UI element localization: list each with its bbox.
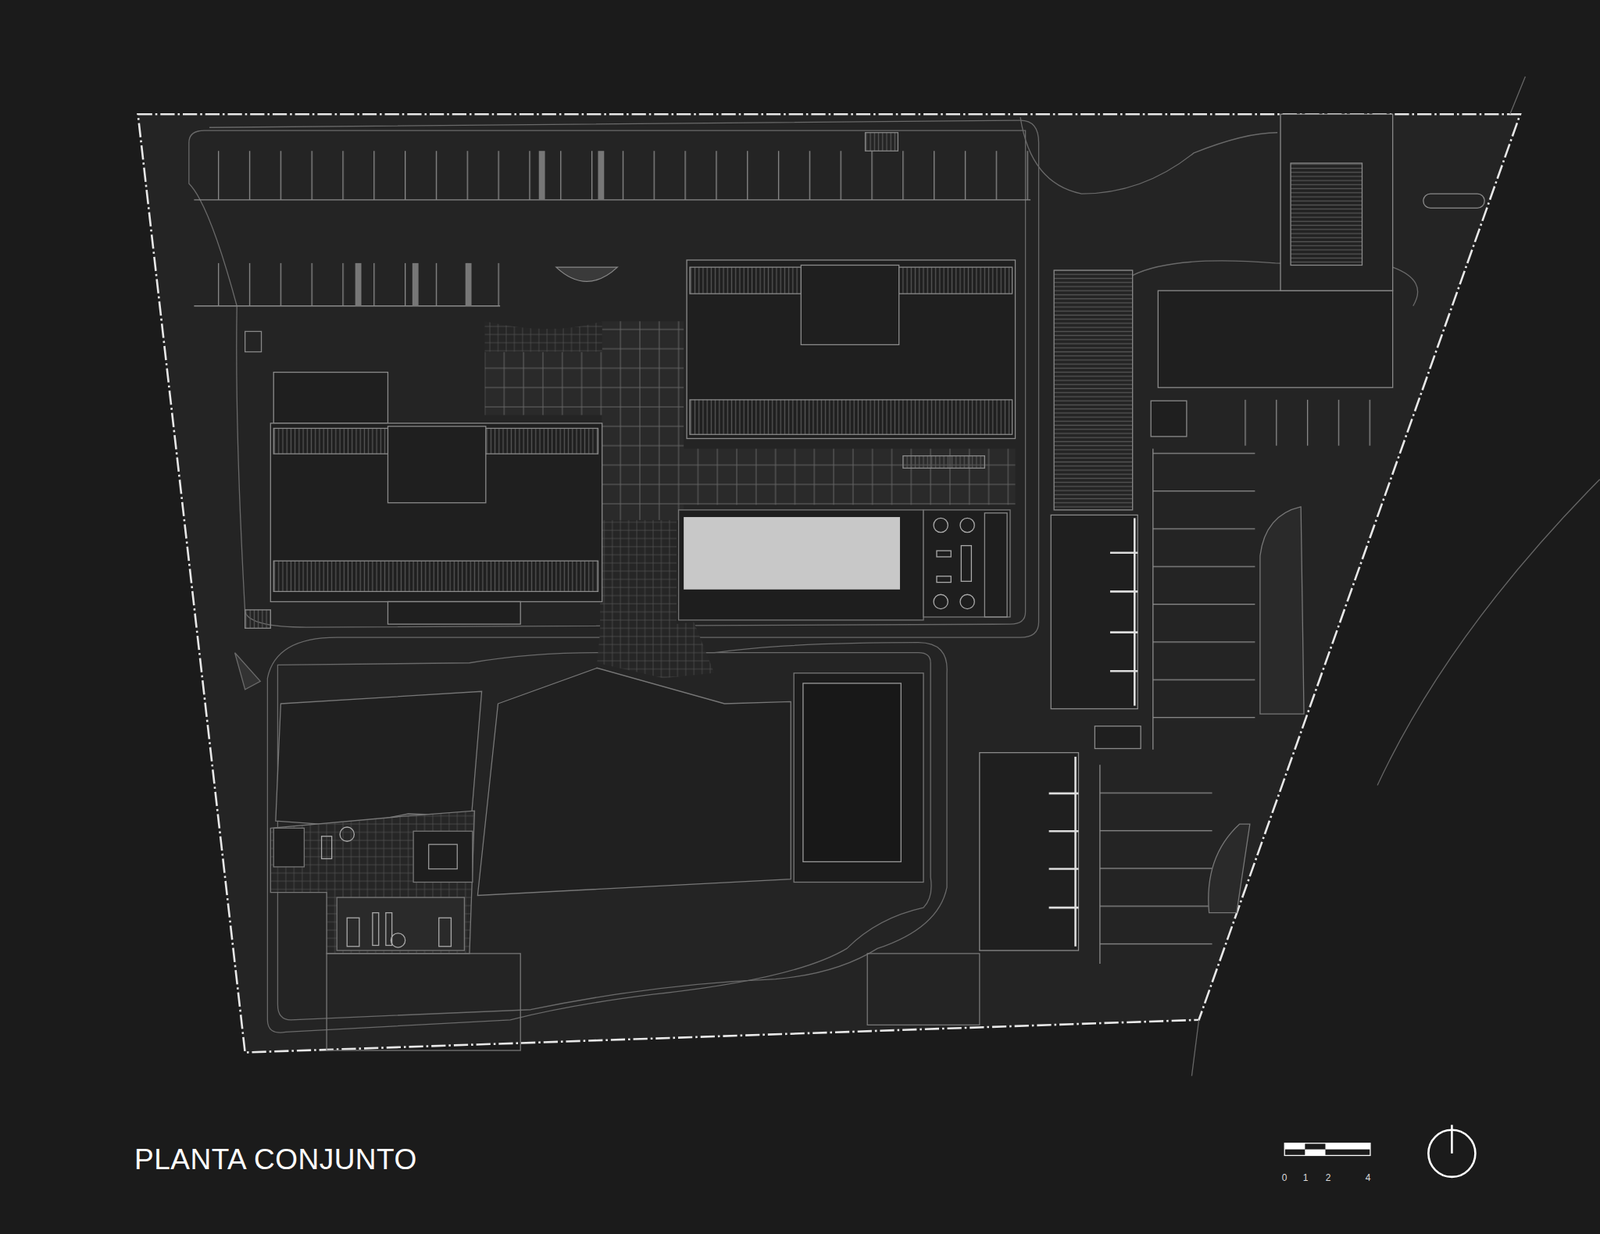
site-boundary [138, 114, 1521, 1053]
parking [1100, 400, 1388, 965]
building [245, 372, 603, 629]
plan-title: PLANTA CONJUNTO [134, 1143, 418, 1177]
terrain-line [1191, 76, 1600, 1077]
scale-number: 4 [1365, 1172, 1372, 1184]
building [686, 260, 1015, 468]
courtyard [270, 667, 980, 1051]
scale-number: 2 [1325, 1172, 1332, 1184]
building [979, 114, 1485, 951]
pool [678, 510, 1011, 621]
north-arrow [1428, 1125, 1475, 1178]
scale-bar [1284, 1143, 1371, 1157]
scale-number: 1 [1303, 1172, 1309, 1184]
road [189, 117, 1418, 1033]
scale-number: 0 [1282, 1172, 1288, 1184]
